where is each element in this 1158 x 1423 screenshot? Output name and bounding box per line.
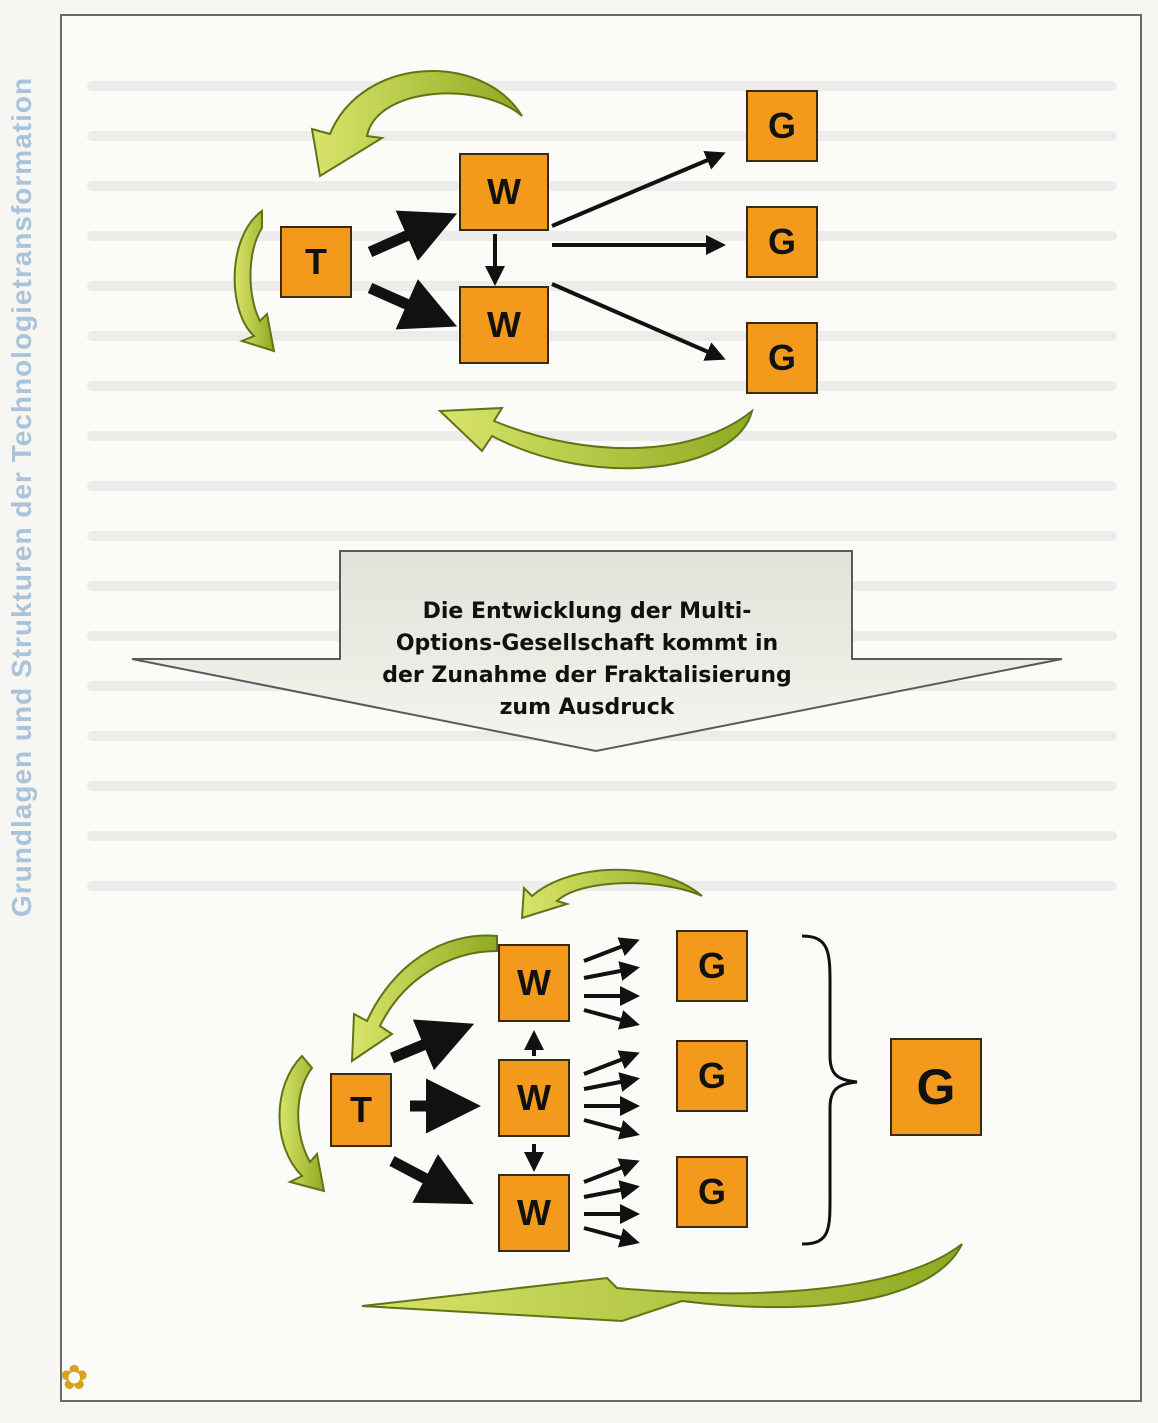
bottom-g-box-1: G <box>676 930 748 1002</box>
bottom-t-box: T <box>330 1073 392 1147</box>
bottom-diagram-connections <box>278 868 963 1323</box>
bottom-w-box-1: W <box>498 944 570 1022</box>
top-w-box-1: W <box>459 153 549 231</box>
side-title: Grundlagen und Strukturen der Technologi… <box>6 76 37 918</box>
top-g-box-3: G <box>746 322 818 394</box>
callout-text: Die Entwicklung der Multi- Options-Gesel… <box>362 596 812 724</box>
callout-line-3: der Zunahme der Fraktalisierung <box>382 663 792 688</box>
top-diagram-connections <box>233 70 754 470</box>
bottom-g-box-3: G <box>676 1156 748 1228</box>
top-w-box-2: W <box>459 286 549 364</box>
t-to-w-arrows <box>367 210 458 330</box>
curved-arrow-top-small <box>520 868 703 920</box>
bottom-t-to-w-arrows <box>389 1019 481 1205</box>
grouping-brace <box>801 934 858 1246</box>
curved-arrow-bottom <box>437 406 754 470</box>
bottom-w-box-3: W <box>498 1174 570 1252</box>
bottom-curved-feedback-arrows <box>278 868 963 1323</box>
curved-arrow-top <box>310 70 523 178</box>
bottom-w-box-2: W <box>498 1059 570 1137</box>
curved-arrow-bottom-wide <box>361 1243 963 1323</box>
curved-arrow-left <box>233 209 276 353</box>
top-g-box-1: G <box>746 90 818 162</box>
figure-frame: T W W G G G Die Entwicklung der Multi- O… <box>60 14 1142 1402</box>
curved-arrow-upper-left <box>350 934 498 1063</box>
corner-ornament-icon: ✿ <box>60 1358 89 1398</box>
top-t-box: T <box>280 226 352 298</box>
top-g-box-2: G <box>746 206 818 278</box>
callout-line-4: zum Ausdruck <box>499 695 675 720</box>
w-to-g-arrows <box>551 151 726 361</box>
curved-arrow-left <box>278 1054 326 1193</box>
curved-feedback-arrows <box>233 70 754 470</box>
bottom-w-to-g-fan-arrows <box>583 937 640 1248</box>
summary-g-box: G <box>890 1038 982 1136</box>
callout-line-1: Die Entwicklung der Multi- <box>422 599 752 624</box>
bottom-g-box-2: G <box>676 1040 748 1112</box>
callout-line-2: Options-Gesellschaft kommt in <box>395 631 779 656</box>
